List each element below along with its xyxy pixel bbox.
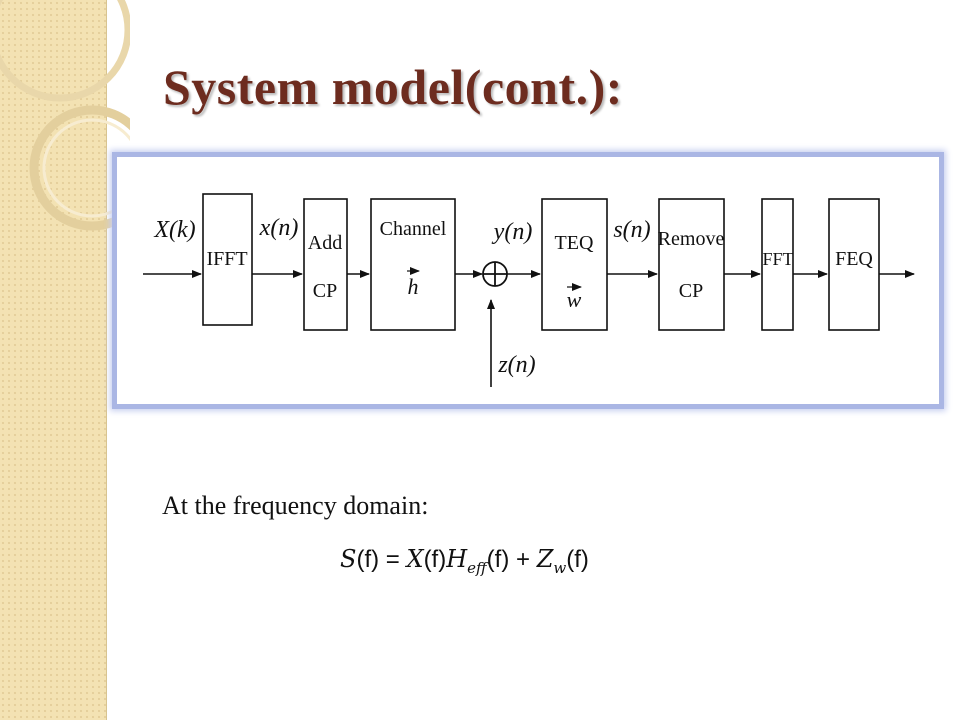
eq-arg-3: (f): [486, 546, 510, 573]
fft-block: [761, 198, 794, 331]
ifft-block: [202, 193, 253, 326]
feq-label: FEQ: [835, 248, 873, 270]
channel-label-line1: Channel: [380, 218, 447, 240]
eq-x: X: [406, 545, 424, 573]
eq-arg-2: (f): [423, 546, 447, 573]
channel-block: [370, 198, 456, 331]
feq-block: [828, 198, 880, 331]
block-diagram: X(k) x(n) y(n) s(n) z(n) IFFT Add CP Cha…: [112, 152, 944, 409]
eq-h: H: [446, 545, 468, 573]
ifft-label: IFFT: [206, 248, 247, 270]
noise-label: z(n): [497, 352, 535, 378]
eq-z: Z: [536, 545, 554, 573]
slide-title: System model(cont.):: [163, 59, 623, 115]
sn-label: s(n): [613, 217, 650, 243]
eq-arg-4: (f): [566, 546, 589, 573]
teq-block: [541, 198, 608, 331]
signal-arrows: [143, 270, 915, 387]
add-cp-block: [303, 198, 348, 331]
add-cp-label-line2: CP: [313, 280, 337, 302]
eq-equals: =: [379, 546, 407, 573]
eq-z-subscript: w: [553, 558, 567, 577]
frequency-domain-caption: At the frequency domain:: [162, 491, 429, 520]
eq-lhs: S: [340, 545, 357, 573]
fft-label: FFT: [762, 249, 793, 269]
channel-label-line2: h: [408, 274, 419, 299]
eq-arg-1: (f): [356, 546, 380, 573]
remove-cp-label-line2: CP: [679, 280, 703, 302]
teq-label-line2: w: [567, 287, 582, 312]
summing-junction: [482, 261, 508, 287]
remove-cp-label-line1: Remove: [658, 228, 725, 250]
eq-h-subscript: eff: [467, 558, 487, 577]
yn-label: y(n): [492, 219, 533, 245]
eq-plus: +: [509, 546, 537, 573]
decorative-circles: [0, 0, 130, 231]
input-label: X(k): [153, 217, 195, 243]
add-cp-label-line1: Add: [308, 232, 342, 254]
xn-label: x(n): [259, 215, 299, 241]
frequency-domain-equation: S(f) = X(f)Heff(f) + Zw(f): [340, 545, 589, 577]
teq-label-line1: TEQ: [555, 232, 594, 254]
remove-cp-block: [658, 198, 725, 331]
